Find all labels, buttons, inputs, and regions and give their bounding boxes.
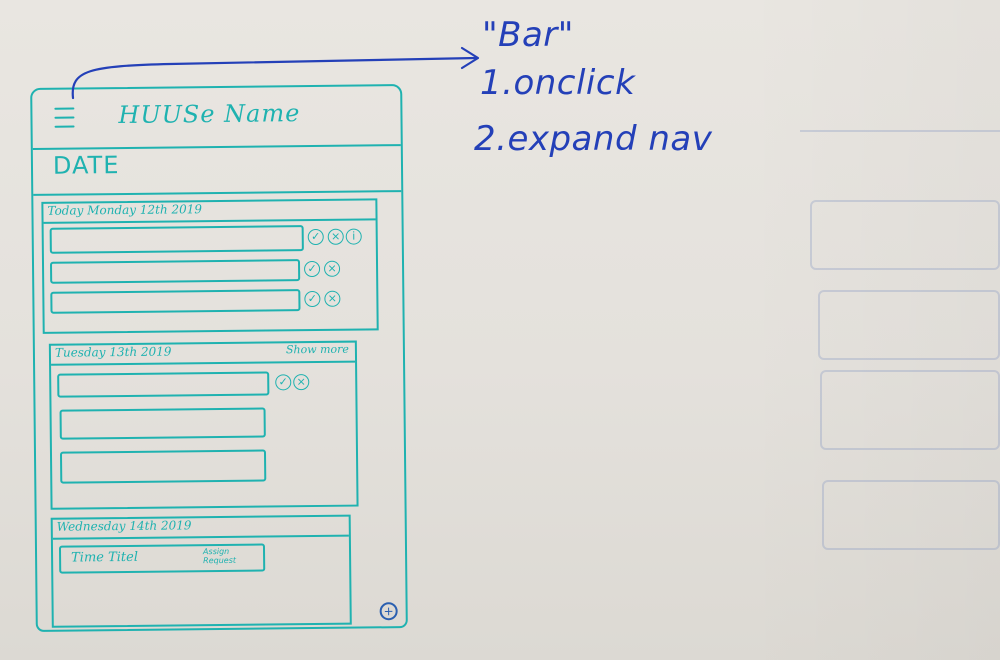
day-section-tuesday: Tuesday 13th 2019 Show more ✓ × — [48, 340, 359, 510]
list-item[interactable] — [59, 449, 267, 484]
house-name-title: HUUSe Name — [118, 99, 301, 130]
app-header: HUUSe Name — [32, 86, 401, 150]
ghost-box — [810, 200, 1000, 270]
close-icon[interactable]: × — [293, 374, 310, 391]
day-section-wednesday: Wednesday 14th 2019 Time Titel Assign Re… — [50, 514, 352, 628]
list-item[interactable] — [50, 289, 301, 314]
ghost-box — [820, 370, 1000, 450]
list-item[interactable] — [59, 407, 266, 440]
erased-sketch — [800, 120, 1000, 600]
card-title: Time Titel — [71, 549, 139, 566]
ghost-box — [818, 290, 1000, 360]
day-header: Today Monday 12th 2019 — [43, 200, 376, 224]
show-more-link[interactable]: Show more — [285, 342, 349, 357]
check-icon[interactable]: ✓ — [304, 290, 321, 308]
check-icon[interactable]: ✓ — [303, 260, 321, 278]
close-icon[interactable]: × — [324, 290, 341, 307]
request-card[interactable]: Time Titel Assign Request — [58, 543, 266, 574]
annotation-step-1: 1.onclick — [480, 63, 636, 103]
day-section-monday: Today Monday 12th 2019 ✓ × i ✓ × ✓ × — [41, 198, 379, 334]
ghost-box — [822, 480, 1000, 550]
day-label: Today Monday 12th 2019 — [47, 202, 203, 218]
day-label: Tuesday 13th 2019 — [54, 344, 172, 360]
day-header: Wednesday 14th 2019 — [52, 516, 349, 540]
whiteboard-shade — [740, 0, 1000, 660]
list-item[interactable] — [57, 371, 270, 398]
assign-request-button[interactable]: Assign Request — [202, 546, 237, 566]
info-icon[interactable]: i — [345, 228, 362, 245]
day-label: Wednesday 14th 2019 — [56, 518, 192, 534]
date-divider — [33, 190, 402, 196]
list-item[interactable] — [49, 225, 304, 254]
list-item[interactable] — [49, 259, 301, 284]
close-icon[interactable]: × — [323, 260, 341, 277]
check-icon[interactable]: ✓ — [307, 228, 324, 246]
annotation-title: "Bar" — [482, 15, 574, 55]
annotation-step-2: 2.expand nav — [474, 119, 713, 159]
phone-frame: HUUSe Name DATE Today Monday 12th 2019 ✓… — [30, 84, 408, 632]
close-icon[interactable]: × — [327, 228, 344, 245]
ghost-line — [800, 130, 1000, 132]
day-header: Tuesday 13th 2019 Show more — [50, 342, 356, 366]
date-title: DATE — [52, 151, 120, 180]
add-icon[interactable]: + — [379, 602, 398, 621]
check-icon[interactable]: ✓ — [275, 374, 292, 391]
hamburger-menu-icon[interactable] — [54, 107, 76, 135]
